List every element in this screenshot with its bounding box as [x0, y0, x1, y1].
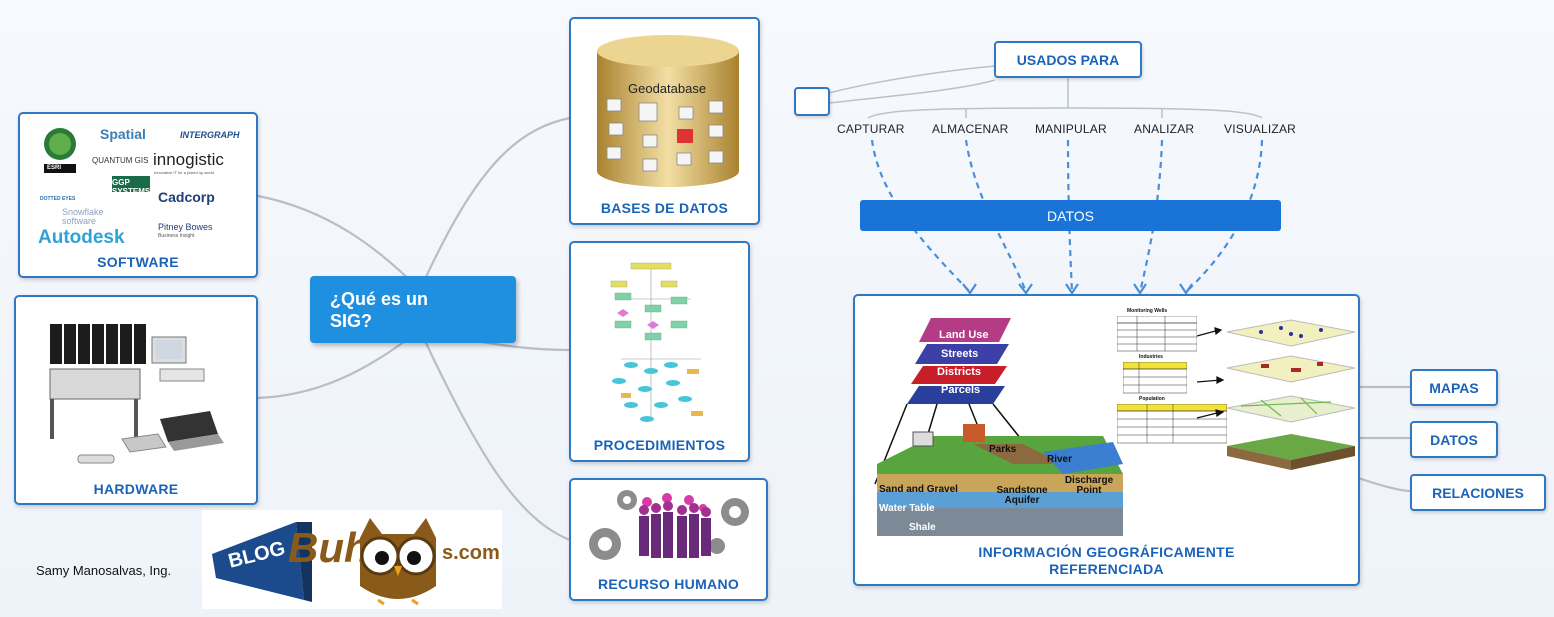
table-monitoring-wells	[1117, 316, 1197, 352]
ground-parks: Parks	[989, 444, 1017, 455]
layered-maps-illustration	[1226, 319, 1356, 470]
blog-buhos-logo: BLOG Buh s.com	[202, 510, 502, 609]
recurso-humano-node[interactable]: RECURSO HUMANO	[569, 478, 768, 601]
gis-layers-illustration	[874, 318, 1123, 536]
logo-intergraph: INTERGRAPH	[180, 130, 240, 140]
owl-icon	[360, 518, 436, 606]
procedimientos-label: PROCEDIMIENTOS	[593, 437, 726, 453]
table-population	[1117, 404, 1227, 444]
megaphone-icon	[212, 522, 312, 602]
informacion-node[interactable]: Land Use Streets Districts Parcels Parks…	[853, 294, 1360, 586]
logo-snowflake: Snowflake software	[62, 207, 104, 226]
hardware-node[interactable]: HARDWARE	[14, 295, 258, 505]
verb-almacenar[interactable]: ALMACENAR	[932, 122, 1009, 136]
output-relaciones[interactable]: RELACIONES	[1410, 474, 1546, 511]
layer-districts: Districts	[937, 366, 982, 378]
ground-water-table: Water Table	[879, 503, 935, 514]
usados-para-node[interactable]: USADOS PARA	[994, 41, 1142, 78]
ground-river: River	[1047, 454, 1073, 465]
logo-business-insight: Business Insight	[158, 233, 195, 239]
output-datos[interactable]: DATOS	[1410, 421, 1498, 458]
verb-capturar[interactable]: CAPTURAR	[837, 122, 905, 136]
output-mapas[interactable]: MAPAS	[1410, 369, 1498, 406]
logo-innogistic-tagline: Innovative IT for a joined up world	[154, 170, 214, 175]
table-monitoring-wells-title: Monitoring Wells	[1127, 308, 1168, 314]
logo-cadcorp: Cadcorp	[158, 189, 215, 205]
central-topic[interactable]: ¿Qué es un SIG?	[310, 276, 516, 343]
datos-bar[interactable]: DATOS	[860, 200, 1281, 231]
ground-sandstone-aquifer: Sandstone Aquifer	[996, 485, 1048, 506]
layer-land-use: Land Use	[939, 329, 989, 341]
empty-topic-box[interactable]	[794, 87, 830, 116]
table-industries	[1123, 362, 1187, 394]
bases-de-datos-label: BASES DE DATOS	[600, 200, 729, 216]
verb-visualizar[interactable]: VISUALIZAR	[1224, 122, 1297, 136]
software-node[interactable]: ESRI Spatial INTERGRAPH QUANTUM GIS inno…	[18, 112, 258, 278]
software-label: SOFTWARE	[97, 254, 179, 270]
logo-dotted-eyes: DOTTED EYES	[40, 196, 76, 202]
geodatabase-cylinder-icon	[597, 35, 739, 187]
informacion-label: INFORMACIÓN GEOGRÁFICAMENTE REFERENCIADA	[978, 544, 1235, 577]
ground-shale: Shale	[909, 522, 936, 533]
logo-quantum-gis: QUANTUM GIS	[92, 156, 149, 165]
logo-innogistic: innogistic	[153, 150, 224, 169]
hardware-illustration	[49, 324, 224, 464]
author-credit: Samy Manosalvas, Ing.	[36, 563, 172, 578]
geodatabase-title: Geodatabase	[628, 81, 707, 96]
table-population-title: Population	[1139, 396, 1165, 402]
buhos-suffix: s.com	[442, 542, 500, 564]
table-industries-title: Industries	[1139, 354, 1163, 360]
verb-manipular[interactable]: MANIPULAR	[1035, 122, 1107, 136]
logo-esri: ESRI	[47, 165, 62, 171]
table-arrows	[1196, 327, 1225, 419]
hardware-label: HARDWARE	[93, 481, 179, 497]
logo-ggp: GGP SYSTEMS	[112, 178, 151, 196]
human-resources-illustration	[589, 490, 749, 560]
logo-spatial: Spatial	[100, 126, 146, 142]
layer-streets: Streets	[941, 348, 979, 360]
logo-pitney-bowes: Pitney Bowes	[158, 222, 213, 232]
bases-de-datos-node[interactable]: Geodatabase BASES DE DATOS	[569, 17, 760, 225]
layer-parcels: Parcels	[941, 384, 981, 396]
ggp-logo-box	[112, 176, 150, 192]
buhos-text: Buh	[288, 524, 370, 571]
recurso-humano-label: RECURSO HUMANO	[597, 576, 740, 592]
ground-sand-gravel: Sand and Gravel	[879, 484, 958, 495]
verb-analizar[interactable]: ANALIZAR	[1134, 122, 1195, 136]
procedimientos-node[interactable]: PROCEDIMIENTOS	[569, 241, 750, 462]
flowchart-icon	[610, 262, 703, 422]
logo-autodesk: Autodesk	[38, 227, 125, 248]
ground-discharge-point: Discharge Point	[1064, 475, 1114, 496]
esri-logo	[44, 128, 76, 173]
